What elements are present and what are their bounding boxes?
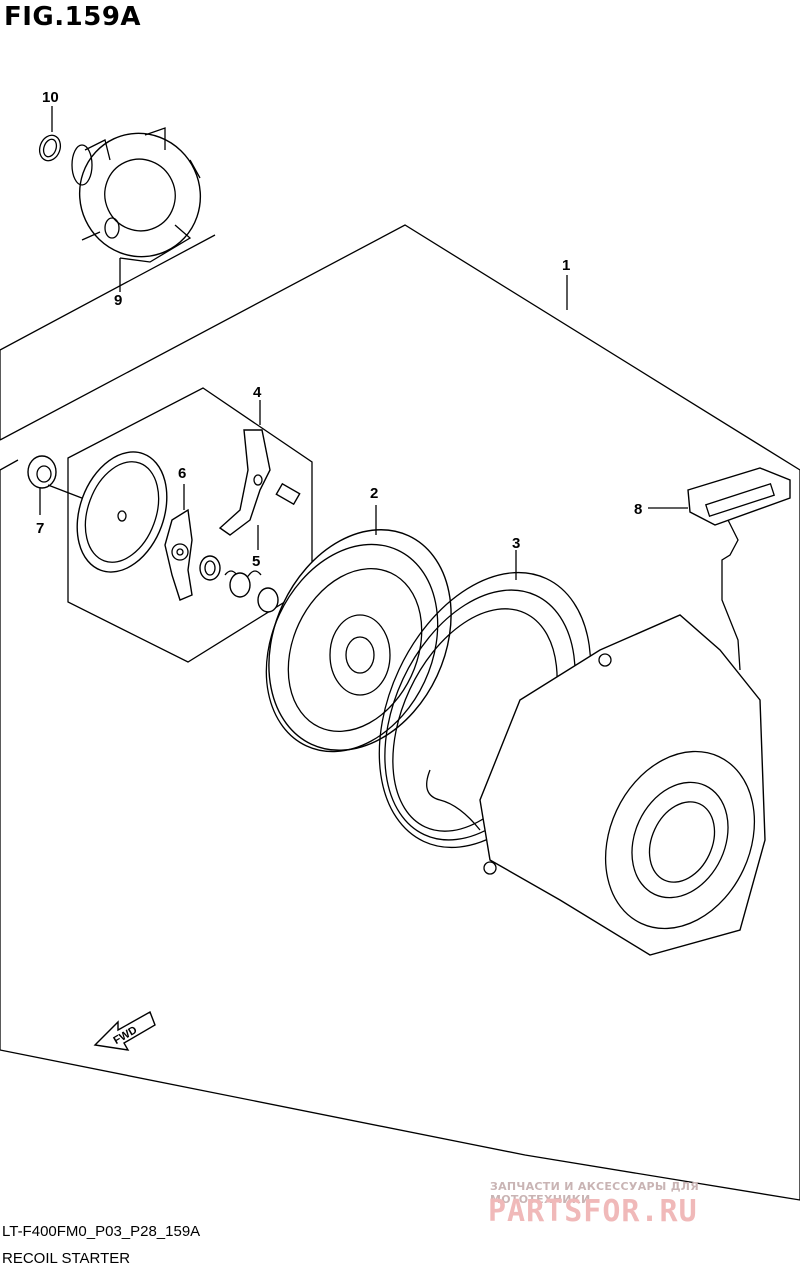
part-5-pin	[257, 482, 301, 550]
diagram-code: LT-F400FM0_P03_P28_159A	[2, 1223, 201, 1240]
leader-part9	[0, 234, 216, 440]
figure-title: FIG.159A	[4, 2, 142, 32]
watermark-logo: PARTSFOR.RU	[488, 1194, 698, 1229]
watermark-tagline: ЗАПЧАСТИ И АКСЕССУАРЫ ДЛЯ МОТОТЕХНИКИ	[490, 1180, 700, 1206]
callout-1: 1	[562, 257, 570, 274]
callout-5: 5	[252, 553, 260, 570]
part-9-drive-cup	[71, 127, 202, 292]
fwd-arrow: FWD	[93, 1010, 156, 1051]
callout-8: 8	[634, 501, 642, 518]
assembly-outline	[0, 224, 800, 1201]
part-4-guide	[218, 400, 271, 536]
callout-7: 7	[36, 520, 44, 537]
part-6-ratchet	[164, 484, 193, 601]
part-7-nut	[27, 455, 101, 515]
part-8-handle	[648, 467, 791, 671]
callout-10: 10	[42, 89, 59, 106]
washers-spring	[199, 555, 279, 613]
diagram-caption: RECOIL STARTER	[2, 1250, 131, 1267]
starter-case	[479, 614, 766, 956]
callout-6: 6	[178, 465, 186, 482]
callout-9: 9	[114, 292, 122, 309]
friction-plate	[76, 451, 168, 573]
part-2-reel	[265, 505, 452, 753]
callout-3: 3	[512, 535, 520, 552]
callout-4: 4	[253, 384, 262, 401]
callout-2: 2	[370, 485, 378, 502]
part-10-oring	[38, 106, 62, 162]
